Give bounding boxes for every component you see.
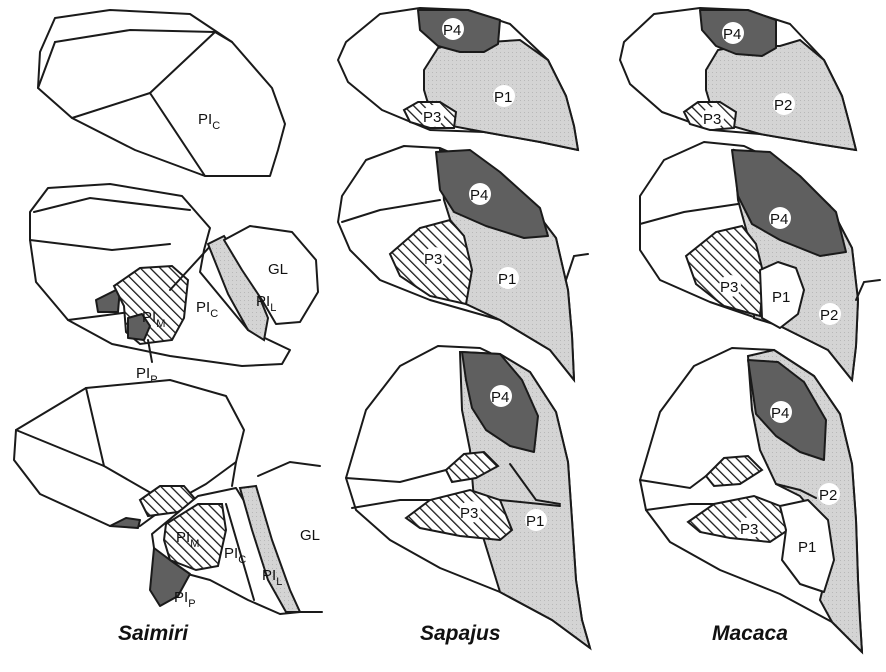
sapajus-s2-p3-label: P3 <box>424 251 442 268</box>
macaca-s2-p1-label: P1 <box>772 289 790 306</box>
macaca-column: P4 P2 P3 P4 P3 P1 P2 <box>620 8 880 652</box>
macaca-s1-p2-label: P2 <box>774 97 792 114</box>
saimiri-s3-gl-label: GL <box>300 527 320 544</box>
saimiri-section-1: PIC <box>38 10 285 176</box>
macaca-s2-p2-label: P2 <box>820 307 838 324</box>
macaca-s3-p2-label: P2 <box>819 487 837 504</box>
sapajus-s3-p4-label: P4 <box>491 389 509 406</box>
macaca-s3-p1-label: P1 <box>798 539 816 556</box>
sapajus-s2-p1-label: P1 <box>498 271 516 288</box>
saimiri-section-3: PIM PIC PIL GL PIP <box>14 380 322 614</box>
saimiri-s3-pip-label: PIP <box>174 589 196 610</box>
sapajus-section-2: P4 P3 P1 <box>338 146 588 380</box>
sapajus-section-1: P4 P1 P3 <box>338 8 578 150</box>
sapajus-s3-p1-label: P1 <box>526 513 544 530</box>
sapajus-s1-p3-label: P3 <box>423 109 441 126</box>
species-label-macaca: Macaca <box>712 622 788 645</box>
sapajus-column: P4 P1 P3 P4 P3 P1 <box>338 8 590 648</box>
sapajus-s1-p4-label: P4 <box>443 22 461 39</box>
saimiri-section-2: GL PIL PIC PIM PIP <box>30 184 318 386</box>
macaca-section-3: P4 P2 P3 P1 <box>640 348 862 652</box>
macaca-s3-p3-label: P3 <box>740 521 758 538</box>
species-label-saimiri: Saimiri <box>118 622 189 645</box>
saimiri-s2-gl-label: GL <box>268 261 288 278</box>
macaca-s1-p4-label: P4 <box>723 26 741 43</box>
species-label-sapajus: Sapajus <box>420 622 501 645</box>
macaca-s2-p3-label: P3 <box>720 279 738 296</box>
macaca-section-1: P4 P2 P3 <box>620 8 856 150</box>
macaca-section-2: P4 P3 P1 P2 <box>640 142 880 380</box>
macaca-s2-p4-label: P4 <box>770 211 788 228</box>
sapajus-s3-p3-label: P3 <box>460 505 478 522</box>
sapajus-s2-p4-label: P4 <box>470 187 488 204</box>
saimiri-column: PIC GL PIL PIC PIM PIP <box>14 10 322 645</box>
macaca-s3-p4-label: P4 <box>771 405 789 422</box>
macaca-s1-p3-label: P3 <box>703 111 721 128</box>
sapajus-section-3: P4 P3 P1 <box>346 346 590 648</box>
sapajus-s1-p1-label: P1 <box>494 89 512 106</box>
